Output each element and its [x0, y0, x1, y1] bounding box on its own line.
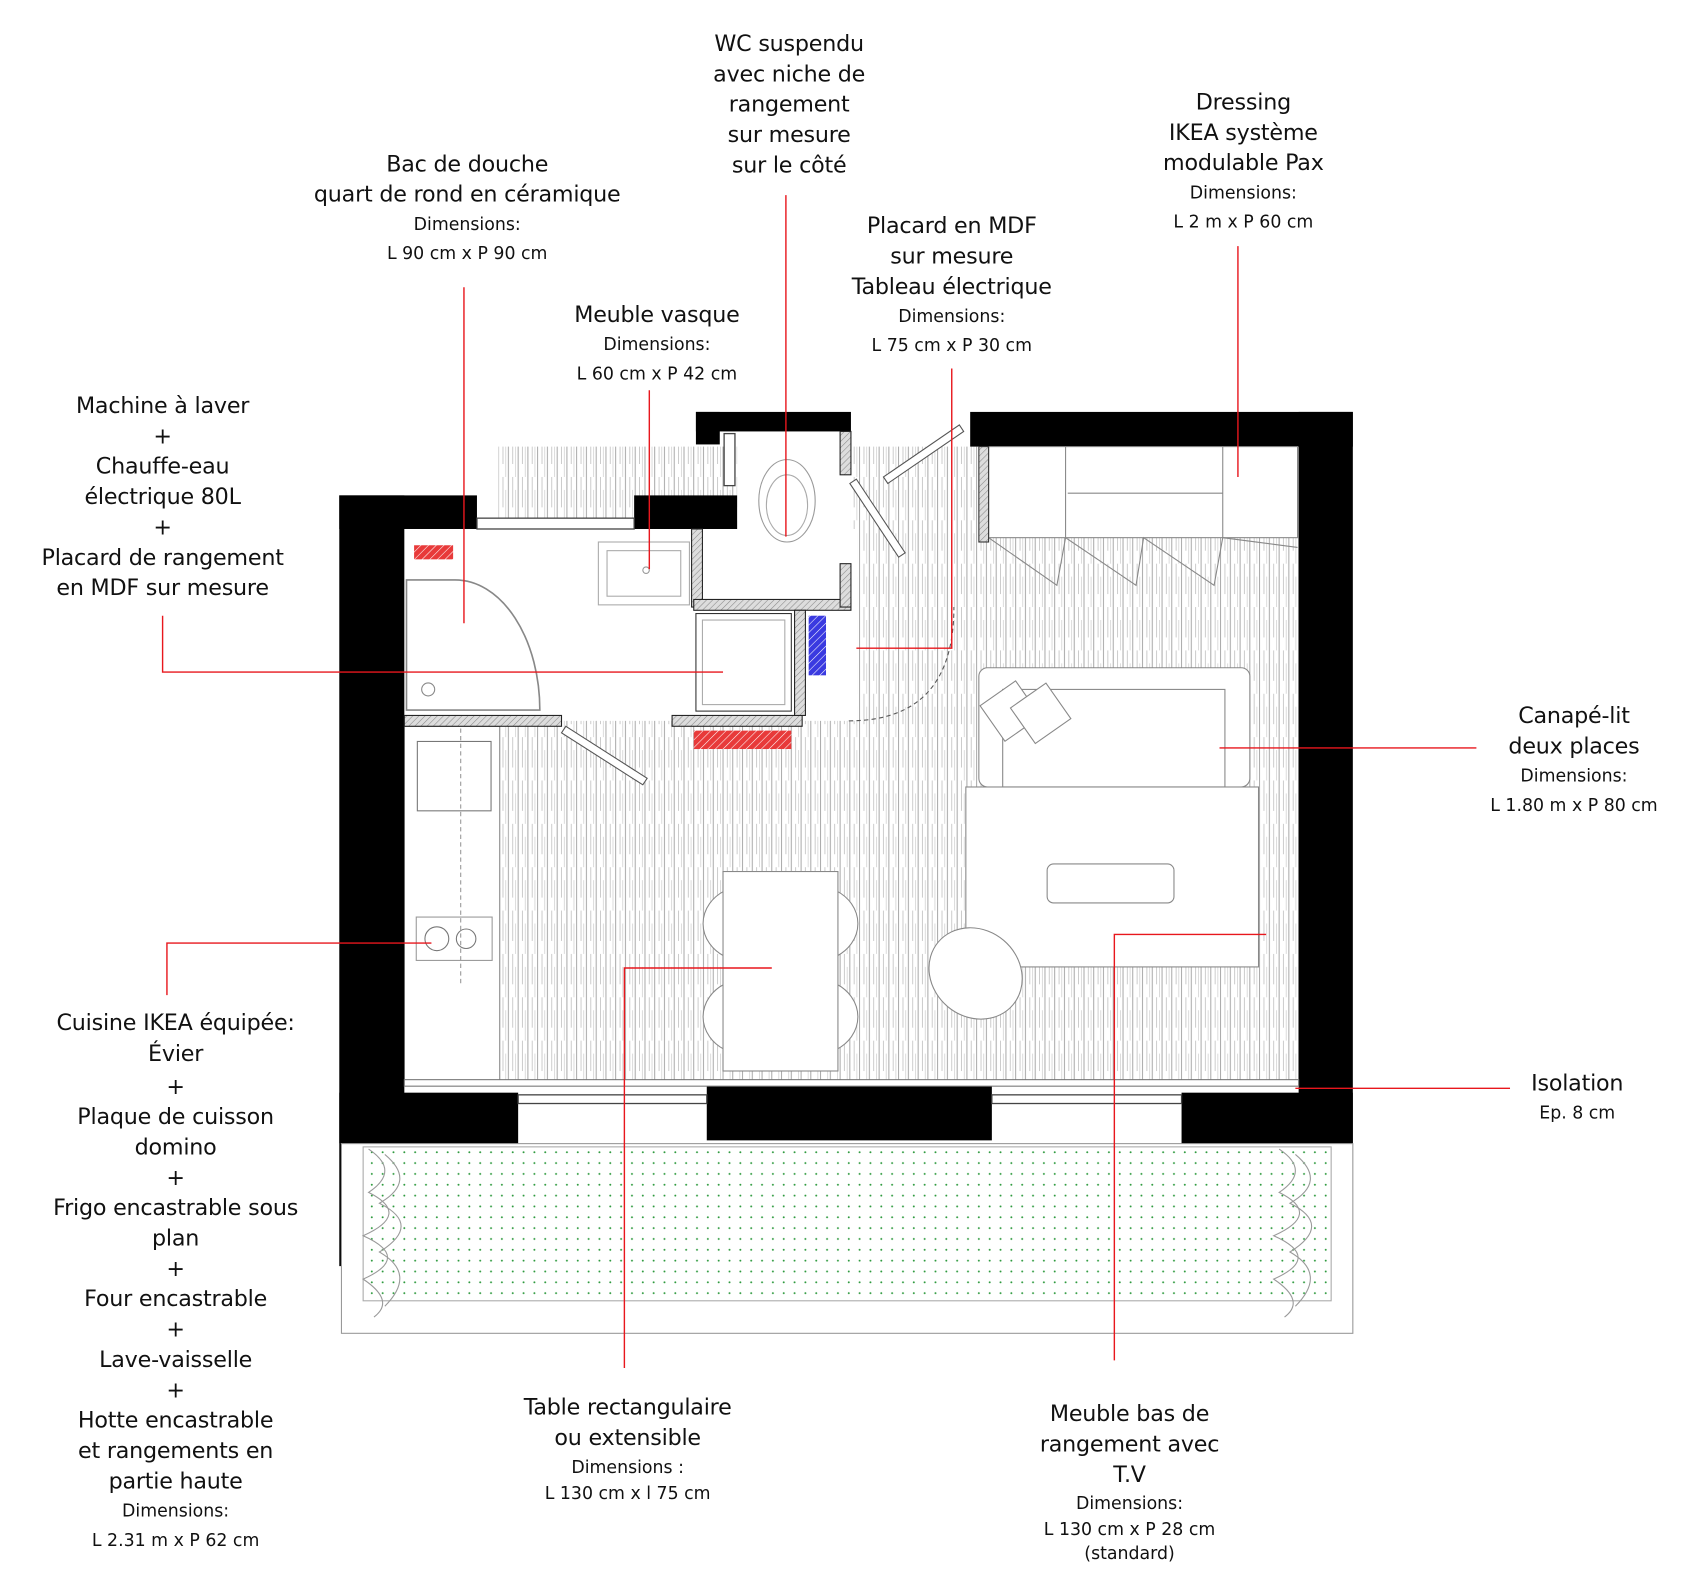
label-dim: Ep. 8 cm	[1539, 1102, 1616, 1124]
label-line: électrique 80L	[84, 483, 241, 510]
kitchen-counter	[403, 725, 501, 1085]
label-dim: L 90 cm x P 90 cm	[386, 242, 548, 264]
label-line: Plaque de cuisson	[77, 1103, 274, 1130]
label-line: Lave-vaisselle	[99, 1346, 253, 1373]
label-line: IKEA système	[1168, 119, 1318, 146]
label-line: partie haute	[108, 1467, 243, 1494]
label-line: Placard en MDF	[866, 212, 1037, 239]
label-line: quart de rond en céramique	[313, 181, 621, 208]
label-line: Four encastrable	[84, 1285, 268, 1312]
label-wc: WC suspendu avec niche de rangement sur …	[713, 28, 865, 180]
label-line: Isolation	[1531, 1069, 1624, 1096]
label-dim-title: Dimensions:	[413, 213, 521, 235]
label-dim-title: Dimensions:	[122, 1500, 230, 1521]
label-line: rangement	[728, 91, 850, 118]
heater	[693, 730, 792, 750]
label-line: sur mesure	[727, 121, 851, 148]
windows	[476, 432, 1183, 1105]
label-vasque: Meuble vasque Dimensions: L 60 cm x P 42…	[574, 299, 740, 388]
sofa-bed	[978, 667, 1251, 788]
leader-lines	[161, 195, 1511, 1369]
label-note: (standard)	[1084, 1542, 1175, 1564]
label-line: Frigo encastrable sous	[53, 1194, 299, 1221]
label-line: Dressing	[1195, 88, 1291, 115]
label-line: sur mesure	[890, 242, 1014, 269]
label-line: rangement avec	[1039, 1430, 1220, 1457]
label-line: domino	[134, 1133, 217, 1160]
label-line: en MDF sur mesure	[56, 574, 269, 601]
label-dim: L 2.31 m x P 62 cm	[91, 1529, 260, 1551]
label-line: +	[166, 1164, 185, 1191]
label-line: +	[153, 422, 172, 449]
label-dim-title: Dimensions:	[898, 305, 1006, 327]
label-douche: Bac de douche quart de rond en céramique…	[314, 149, 621, 268]
label-dim: L 2 m x P 60 cm	[1173, 211, 1314, 232]
label-cuisine: Cuisine IKEA équipée: Évier + Plaque de …	[53, 1007, 298, 1554]
rug	[965, 786, 1260, 968]
label-dim: L 130 cm x P 28 cm	[1043, 1518, 1216, 1540]
oven	[416, 740, 492, 812]
label-meuble-tv: Meuble bas de rangement avec T.V Dimensi…	[1039, 1398, 1220, 1565]
label-line: deux places	[1508, 732, 1640, 759]
label-placard: Placard en MDF sur mesure Tableau électr…	[852, 210, 1052, 360]
shower-tray	[405, 579, 541, 711]
doors	[560, 424, 965, 786]
label-line: +	[166, 1315, 185, 1342]
label-dim: L 60 cm x P 42 cm	[576, 363, 738, 384]
label-line: Placard de rangement	[41, 544, 284, 571]
label-dressing: Dressing IKEA système modulable Pax Dime…	[1163, 87, 1324, 237]
hob-burner	[424, 926, 450, 952]
terrace-floor	[362, 1146, 1332, 1302]
armchair	[928, 927, 1023, 1020]
label-line: WC suspendu	[714, 30, 864, 57]
label-dim-title: Dimensions:	[603, 333, 711, 355]
label-dim-title: Dimensions:	[1075, 1492, 1184, 1514]
washing-machine	[695, 613, 792, 712]
label-line: ou extensible	[554, 1424, 701, 1451]
label-dim-title: Dimensions :	[571, 1456, 684, 1478]
label-line: +	[166, 1073, 185, 1100]
label-line: +	[166, 1255, 185, 1282]
label-line: Évier	[148, 1040, 204, 1067]
label-dim-title: Dimensions:	[1520, 765, 1628, 786]
label-line: Meuble bas de	[1049, 1400, 1210, 1427]
dining-table	[702, 870, 859, 1072]
label-line: Hotte encastrable	[77, 1407, 274, 1434]
label-line: +	[166, 1376, 185, 1403]
label-table: Table rectangulaire ou extensible Dimens…	[524, 1392, 732, 1506]
label-line: modulable Pax	[1163, 149, 1324, 176]
label-dim: L 75 cm x P 30 cm	[871, 334, 1032, 356]
label-line: Table rectangulaire	[523, 1394, 732, 1421]
electrical-panel	[808, 615, 827, 676]
hob	[415, 916, 493, 961]
label-line: Meuble vasque	[574, 301, 740, 328]
wc-floor	[737, 431, 851, 600]
label-dim: L 1.80 m x P 80 cm	[1490, 794, 1658, 816]
label-canape: Canapé-lit deux places Dimensions: L 1.8…	[1490, 700, 1657, 819]
label-line: Chauffe-eau	[95, 453, 230, 480]
label-line: sur le côté	[731, 151, 847, 178]
label-line: +	[153, 513, 172, 540]
toilet	[758, 459, 816, 543]
label-dim-title: Dimensions:	[1189, 182, 1297, 203]
washbasin	[597, 541, 690, 606]
label-line: Machine à laver	[75, 392, 250, 419]
label-line: T.V	[1113, 1461, 1146, 1488]
label-line: Bac de douche	[386, 150, 549, 177]
label-dim: L 130 cm x l 75 cm	[544, 1482, 711, 1504]
label-line: avec niche de	[713, 60, 866, 87]
hob-burner	[455, 928, 477, 950]
label-isolation: Isolation Ep. 8 cm	[1531, 1068, 1623, 1128]
label-line: Canapé-lit	[1518, 702, 1630, 729]
label-machine: Machine à laver + Chauffe-eau électrique…	[42, 390, 284, 602]
label-line: et rangements en	[78, 1437, 274, 1464]
plant	[361, 1148, 1313, 1318]
label-line: Cuisine IKEA équipée:	[56, 1009, 295, 1036]
label-line: plan	[152, 1224, 200, 1251]
heater	[414, 545, 454, 560]
label-line: Tableau électrique	[851, 273, 1052, 300]
partitions	[403, 430, 852, 727]
